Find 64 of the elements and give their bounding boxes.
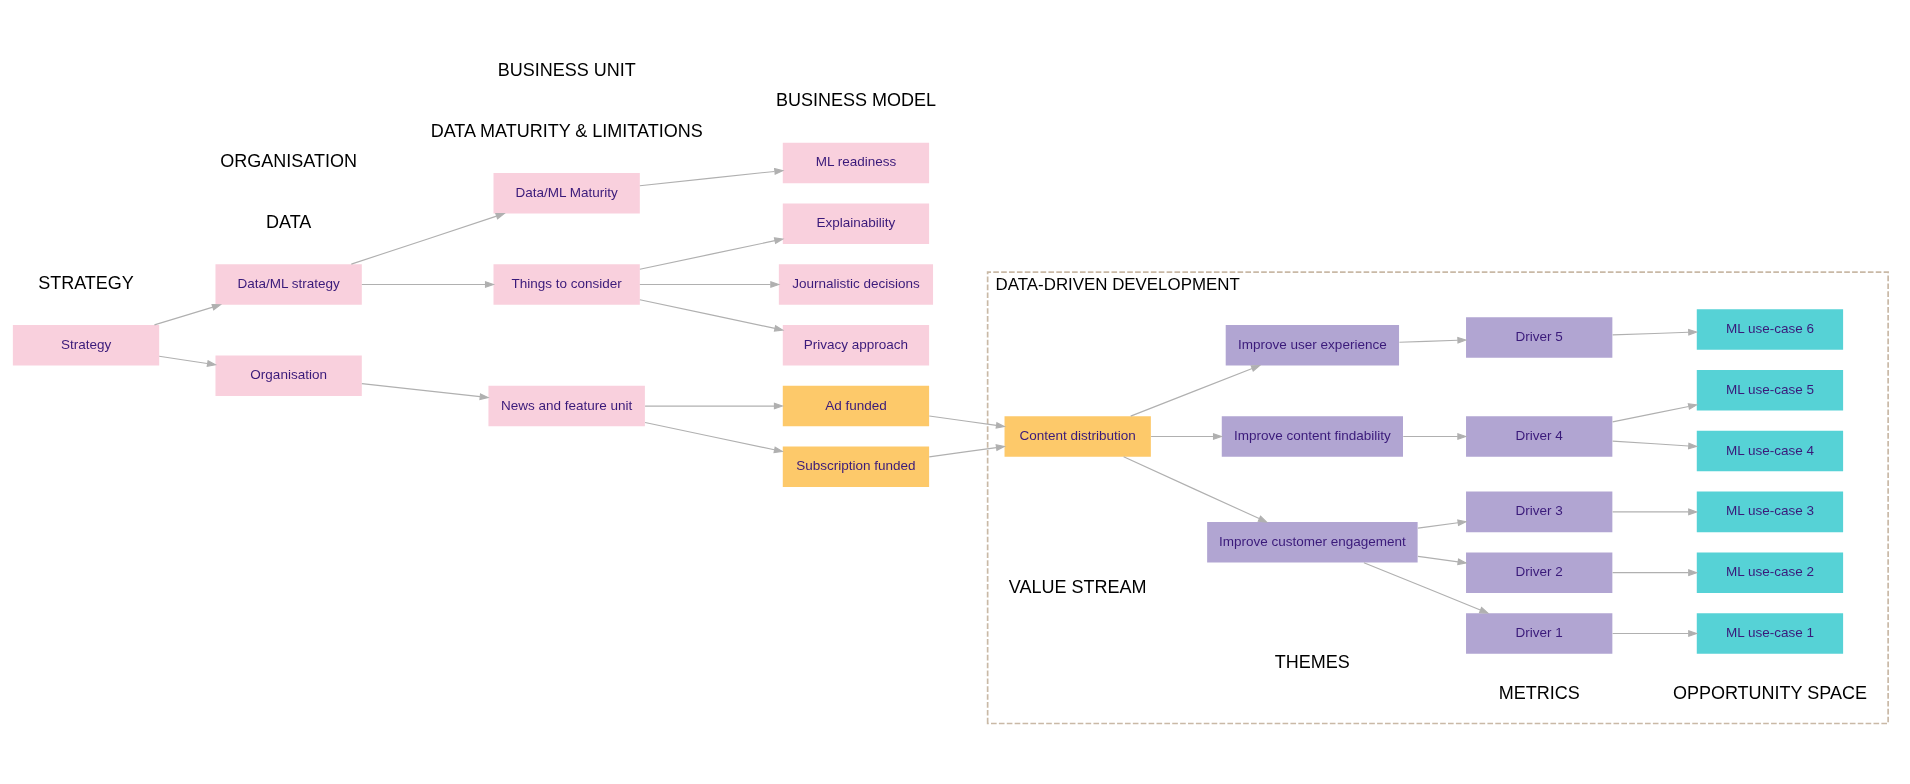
arrow bbox=[1612, 440, 1699, 450]
arrow bbox=[639, 280, 781, 289]
node-box: ML use-case 3 bbox=[1696, 491, 1844, 533]
label: VALUE STREAM bbox=[1008, 576, 1147, 597]
node-box: Data/ML Maturity bbox=[493, 173, 640, 214]
node-box: Organisation bbox=[215, 355, 362, 396]
node-box: Improve customer engagement bbox=[1207, 522, 1418, 563]
node-box: ML use-case 5 bbox=[1696, 370, 1844, 411]
arrow bbox=[1612, 629, 1699, 637]
arrow bbox=[1398, 336, 1468, 344]
node-box: Data/ML strategy bbox=[215, 264, 362, 305]
node-box: Driver 1 bbox=[1466, 613, 1613, 654]
arrow bbox=[1130, 364, 1262, 417]
node-box: ML use-case 2 bbox=[1696, 552, 1844, 593]
arrow bbox=[153, 303, 223, 326]
label: STRATEGY bbox=[38, 272, 134, 293]
node-box: Driver 2 bbox=[1466, 552, 1613, 593]
arrow bbox=[1417, 555, 1468, 566]
arrow bbox=[1612, 508, 1699, 516]
label: OPPORTUNITY SPACE bbox=[1672, 682, 1867, 703]
arrow bbox=[1363, 562, 1490, 614]
node-box: ML readiness bbox=[782, 142, 930, 184]
arrow bbox=[361, 383, 490, 401]
arrow bbox=[928, 444, 1007, 458]
node-box: ML use-case 1 bbox=[1696, 613, 1844, 654]
node-box: Driver 3 bbox=[1466, 491, 1613, 533]
node-box: Strategy bbox=[12, 325, 160, 366]
label: DATA bbox=[265, 212, 312, 232]
arrow bbox=[644, 421, 784, 454]
arrow bbox=[1612, 569, 1699, 577]
arrow bbox=[639, 167, 785, 187]
label: BUSINESS UNIT bbox=[497, 60, 636, 81]
node-box: Explainability bbox=[782, 203, 930, 244]
node-box: ML use-case 4 bbox=[1696, 430, 1844, 472]
label: ORGANISATION bbox=[220, 151, 357, 172]
node-box: Content distribution bbox=[1004, 416, 1151, 457]
node-box: News and feature unit bbox=[488, 385, 645, 427]
arrow bbox=[928, 415, 1007, 429]
arrow bbox=[639, 237, 785, 270]
arrow bbox=[1417, 519, 1468, 529]
label: BUSINESS MODEL bbox=[775, 90, 936, 111]
node-box: Improve user experience bbox=[1225, 325, 1400, 366]
node-box: Things to consider bbox=[493, 264, 640, 305]
node-box: Ad funded bbox=[782, 385, 930, 427]
node-box: ML use-case 6 bbox=[1696, 309, 1844, 350]
arrow bbox=[1402, 432, 1468, 440]
arrow bbox=[644, 402, 785, 410]
node-box: Driver 4 bbox=[1466, 416, 1613, 457]
node-box: Driver 5 bbox=[1466, 317, 1613, 358]
arrow bbox=[1612, 403, 1699, 423]
label: THEMES bbox=[1274, 652, 1350, 673]
label: DATA MATURITY & LIMITATIONS bbox=[430, 120, 703, 141]
arrow bbox=[1123, 456, 1269, 523]
node-box: Journalistic decisions bbox=[778, 264, 934, 305]
arrow bbox=[639, 299, 785, 332]
node-box: Subscription funded bbox=[782, 446, 930, 488]
node-box: Privacy approach bbox=[782, 325, 930, 366]
arrow bbox=[158, 355, 218, 367]
arrow bbox=[350, 212, 506, 265]
arrow bbox=[1150, 432, 1224, 440]
node-box: Improve content findability bbox=[1221, 416, 1403, 457]
arrow bbox=[361, 280, 496, 289]
arrow bbox=[1612, 328, 1699, 336]
label: METRICS bbox=[1498, 682, 1580, 703]
